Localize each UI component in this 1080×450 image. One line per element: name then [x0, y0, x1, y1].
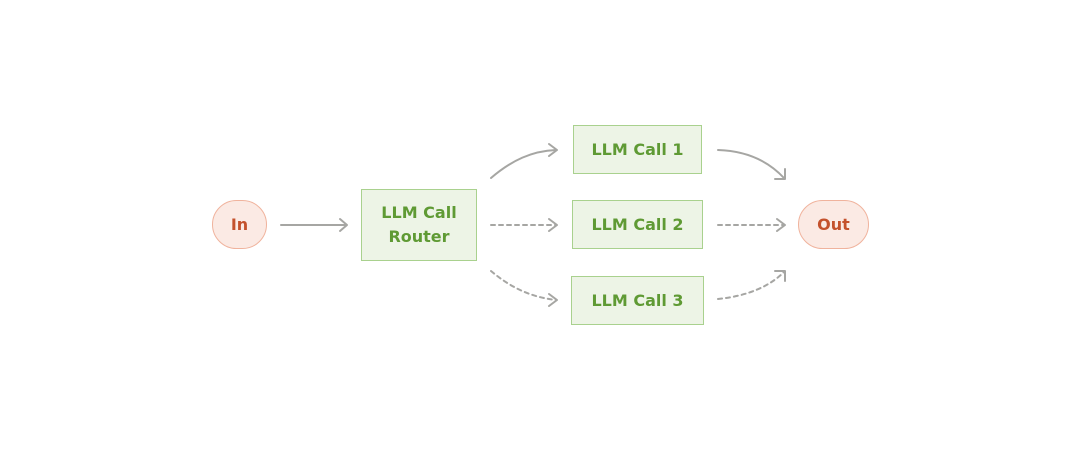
edge-router-to-call1 — [490, 143, 558, 179]
edge-in-to-router — [280, 218, 348, 232]
edge-router-to-call2 — [490, 218, 558, 232]
input-node: In — [212, 200, 267, 249]
arrowhead — [339, 218, 348, 232]
arrowhead — [774, 168, 786, 180]
llm-call-2-node: LLM Call 2 — [572, 200, 703, 249]
output-node: Out — [798, 200, 869, 249]
arrowhead — [548, 143, 558, 157]
llm-call-router-node: LLM Call Router — [361, 189, 477, 261]
edge-line — [490, 149, 557, 179]
output-node-label: Out — [817, 214, 850, 234]
llm-call-1-node: LLM Call 1 — [573, 125, 702, 174]
edge-call3-to-out — [717, 270, 786, 300]
arrowhead — [774, 270, 786, 282]
arrowhead — [776, 218, 786, 232]
edge-line — [717, 271, 785, 300]
llm-call-3-node: LLM Call 3 — [571, 276, 704, 325]
llm-call-router-label: LLM Call Router — [381, 203, 457, 246]
edge-router-to-call3 — [490, 270, 558, 307]
edge-call2-to-out — [717, 218, 786, 232]
llm-call-3-label: LLM Call 3 — [591, 290, 684, 310]
arrowhead — [548, 293, 558, 307]
edge-line — [490, 270, 557, 301]
input-node-label: In — [230, 214, 249, 234]
llm-call-2-label: LLM Call 2 — [591, 214, 684, 234]
arrowhead — [548, 218, 558, 232]
edge-line — [717, 149, 785, 179]
edge-call1-to-out — [717, 149, 786, 180]
llm-call-1-label: LLM Call 1 — [591, 139, 684, 159]
